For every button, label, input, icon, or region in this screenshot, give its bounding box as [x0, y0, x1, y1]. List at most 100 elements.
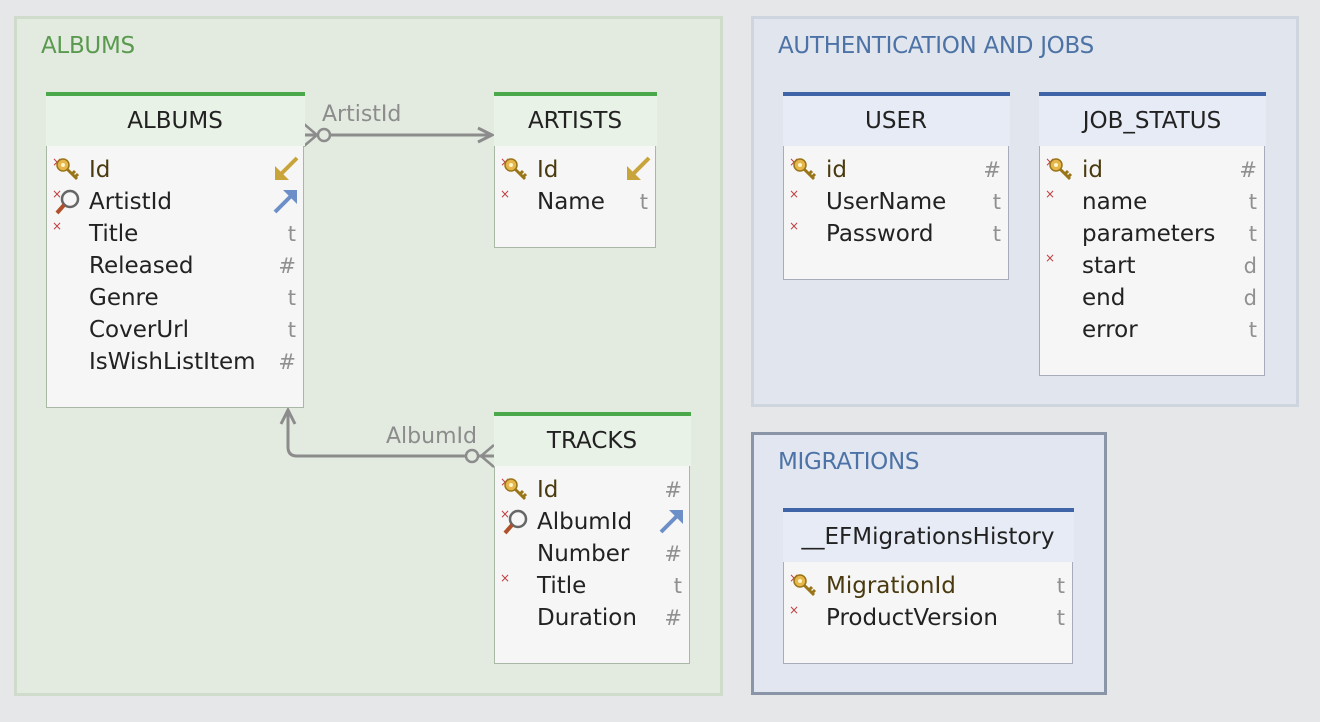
field-name: Id: [537, 156, 559, 183]
field-name: Name: [537, 188, 605, 215]
primary-key-icon: [504, 157, 528, 180]
entity-artists[interactable]: ARTISTS × Id × Name t: [493, 91, 657, 248]
field-name: Title: [89, 220, 139, 247]
field-row[interactable]: × Title t: [47, 218, 303, 250]
field-type: t: [287, 285, 296, 310]
entity-ef-migrations-history[interactable]: __EFMigrationsHistory × MigrationId t × …: [782, 507, 1074, 664]
field-row[interactable]: Genre t: [47, 282, 303, 314]
field-type: t: [1248, 317, 1257, 342]
entity-job-status[interactable]: JOB_STATUS × id # × name t parameters t …: [1038, 91, 1266, 376]
field-name: Number: [537, 540, 630, 567]
field-row[interactable]: × Password t: [784, 218, 1008, 250]
field-type: t: [1248, 221, 1257, 246]
not-null-marker: ×: [1045, 250, 1056, 265]
entity-title: __EFMigrationsHistory: [782, 507, 1074, 562]
field-row[interactable]: × ProductVersion t: [784, 602, 1072, 634]
field-name: MigrationId: [826, 572, 956, 599]
field-name: Duration: [537, 604, 637, 631]
field-row[interactable]: error t: [1040, 314, 1264, 346]
foreign-key-search-icon: [55, 189, 80, 214]
group-title-auth: AUTHENTICATION AND JOBS: [778, 33, 1094, 59]
field-type: t: [992, 189, 1001, 214]
not-null-marker: ×: [789, 186, 800, 201]
field-type: d: [1243, 285, 1257, 310]
foreign-key-search-icon: [503, 509, 528, 534]
incoming-reference-icon: [627, 156, 651, 180]
field-row[interactable]: CoverUrl t: [47, 314, 303, 346]
not-null-marker: ×: [500, 186, 511, 201]
outgoing-reference-icon: [659, 509, 683, 533]
field-type: t: [992, 221, 1001, 246]
field-row[interactable]: × UserName t: [784, 186, 1008, 218]
field-row[interactable]: Number #: [495, 538, 689, 570]
connector-label-albumid: AlbumId: [386, 424, 477, 449]
entity-user[interactable]: USER × id # × UserName t × Password t: [782, 91, 1010, 280]
field-name: UserName: [826, 188, 947, 215]
not-null-marker: ×: [500, 570, 511, 585]
field-name: AlbumId: [537, 508, 633, 535]
field-type: t: [287, 317, 296, 342]
entity-title: ALBUMS: [45, 91, 305, 146]
field-row[interactable]: × Id #: [495, 474, 689, 506]
field-row[interactable]: × AlbumId: [495, 506, 689, 538]
field-type: #: [664, 605, 682, 630]
not-null-marker: ×: [52, 186, 63, 201]
primary-key-icon: [1049, 157, 1073, 180]
field-row[interactable]: × Id: [47, 154, 303, 186]
field-type: t: [673, 573, 682, 598]
field-name: CoverUrl: [89, 316, 190, 343]
field-row[interactable]: Duration #: [495, 602, 689, 634]
field-row[interactable]: × id #: [784, 154, 1008, 186]
field-row[interactable]: × start d: [1040, 250, 1264, 282]
connector-label-artistid: ArtistId: [322, 102, 402, 127]
not-null-marker: ×: [1045, 186, 1056, 201]
field-type: d: [1243, 253, 1257, 278]
entity-title: ARTISTS: [493, 91, 657, 146]
field-row[interactable]: × MigrationId t: [784, 570, 1072, 602]
not-null-marker: ×: [789, 602, 800, 617]
entity-albums[interactable]: ALBUMS × Id × ArtistId × Title t Release…: [45, 91, 305, 408]
field-row[interactable]: × Title t: [495, 570, 689, 602]
field-row[interactable]: IsWishListItem #: [47, 346, 303, 378]
group-title-albums: ALBUMS: [41, 33, 135, 59]
field-type: t: [1056, 605, 1065, 630]
field-row[interactable]: × Name t: [495, 186, 655, 218]
not-null-marker: ×: [789, 218, 800, 233]
field-name: ArtistId: [89, 188, 172, 215]
entity-title: TRACKS: [493, 411, 691, 466]
field-row[interactable]: × id #: [1040, 154, 1264, 186]
not-null-marker: ×: [500, 506, 511, 521]
field-row[interactable]: × name t: [1040, 186, 1264, 218]
field-name: Genre: [89, 284, 159, 311]
field-row[interactable]: end d: [1040, 282, 1264, 314]
field-row[interactable]: × Id: [495, 154, 655, 186]
entity-tracks[interactable]: TRACKS × Id # × AlbumId Number # × Title…: [493, 411, 691, 664]
field-name: parameters: [1082, 220, 1216, 247]
field-type: #: [664, 477, 682, 502]
field-name: Id: [537, 476, 559, 503]
field-name: end: [1082, 284, 1126, 311]
not-null-marker: ×: [52, 218, 63, 233]
field-type: t: [639, 189, 648, 214]
field-name: ProductVersion: [826, 604, 998, 631]
field-name: Released: [89, 252, 194, 279]
incoming-reference-icon: [275, 156, 299, 180]
field-type: t: [1056, 573, 1065, 598]
group-title-migrations: MIGRATIONS: [778, 449, 920, 475]
outgoing-reference-icon: [273, 189, 297, 213]
field-type: #: [1239, 157, 1257, 182]
field-row[interactable]: Released #: [47, 250, 303, 282]
entity-title: USER: [782, 91, 1010, 146]
field-name: Id: [89, 156, 111, 183]
primary-key-icon: [793, 157, 817, 180]
primary-key-icon: [504, 477, 528, 500]
field-name: start: [1082, 252, 1136, 279]
field-type: #: [664, 541, 682, 566]
entity-title: JOB_STATUS: [1038, 91, 1266, 146]
primary-key-icon: [56, 157, 80, 180]
field-type: t: [1248, 189, 1257, 214]
primary-key-icon: [793, 573, 817, 596]
field-row[interactable]: × ArtistId: [47, 186, 303, 218]
field-name: id: [826, 156, 847, 183]
field-row[interactable]: parameters t: [1040, 218, 1264, 250]
